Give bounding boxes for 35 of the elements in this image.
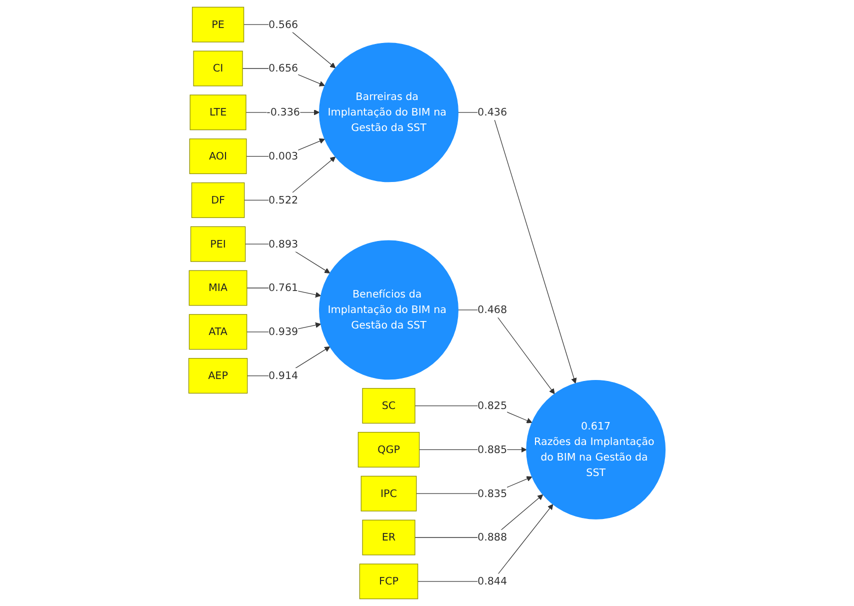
edge-label: 0.885: [478, 443, 508, 456]
node-box: ER: [362, 520, 416, 556]
node-circle: 0.617 Razões da Implantação do BIM na Gestão da SST: [526, 380, 666, 520]
edge-label: 0.566: [268, 18, 298, 30]
edge-label: -0.336: [266, 106, 300, 118]
node-box: CI: [193, 50, 243, 86]
node-circle: Barreiras da Implantação do BIM na Gestão da SST: [319, 42, 458, 182]
node-box: PE: [192, 6, 244, 42]
edge-label: 0.893: [268, 238, 298, 250]
node-box: ATA: [188, 314, 248, 350]
node-box: FCP: [359, 564, 418, 600]
edge-label: 0.914: [268, 369, 298, 382]
edge-label: 0.436: [478, 106, 508, 118]
edge-label: 0.888: [478, 531, 508, 544]
node-box: QGP: [358, 432, 420, 468]
edge-label: 0.468: [478, 303, 508, 316]
edge-label: 0.656: [268, 62, 298, 74]
edge-label: 0.825: [478, 399, 508, 412]
node-box: LTE: [190, 94, 246, 130]
edge-label: 0.939: [268, 325, 298, 338]
arrow: [458, 112, 577, 384]
arrow: [417, 504, 554, 582]
edge-label: 0.835: [478, 487, 508, 500]
node-circle: Benefícios da Implantação do BIM na Gestão da SST: [319, 240, 458, 380]
node-box: DF: [191, 182, 245, 218]
node-box: AEP: [188, 358, 248, 394]
node-box: AOI: [189, 138, 247, 174]
node-box: IPC: [360, 476, 417, 512]
node-box: MIA: [188, 270, 248, 306]
edge-label: 0.522: [268, 194, 298, 206]
node-box: SC: [362, 388, 416, 424]
edge-label: 0.003: [268, 150, 298, 162]
edge-label: 0.844: [478, 574, 508, 588]
edge-label: 0.761: [268, 282, 298, 294]
node-box: PEI: [190, 226, 246, 262]
